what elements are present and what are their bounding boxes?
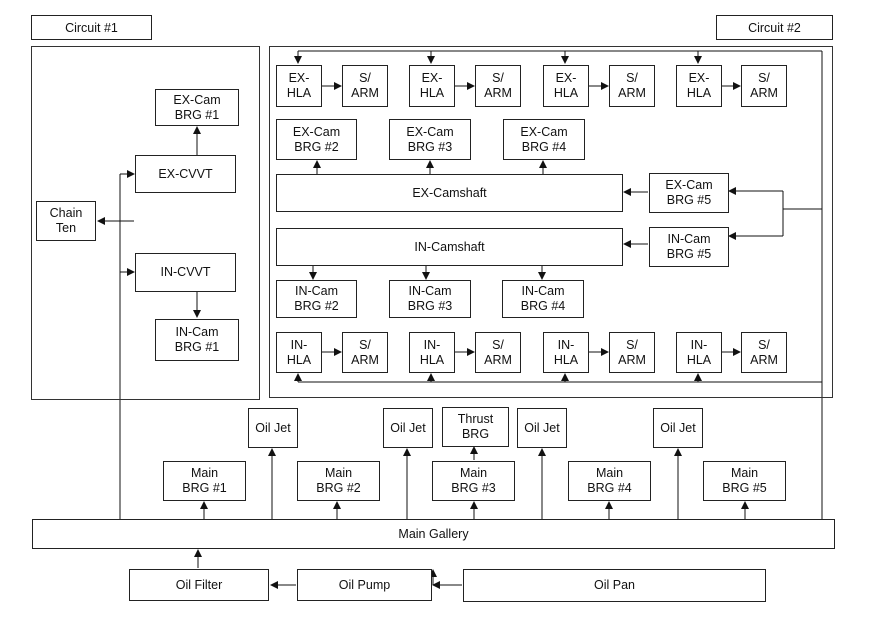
in-cam-brg3-box: IN-Cam BRG #3	[389, 280, 471, 318]
thrust-brg-box: Thrust BRG	[442, 407, 509, 447]
s-arm-box-in-1: S/ ARM	[342, 332, 388, 373]
in-hla-box-2: IN- HLA	[409, 332, 455, 373]
in-cam-brg2-box: IN-Cam BRG #2	[276, 280, 357, 318]
ex-hla-box-3: EX- HLA	[543, 65, 589, 107]
ex-cam-brg1-box: EX-Cam BRG #1	[155, 89, 239, 126]
circuit2-region	[269, 46, 833, 398]
in-cvvt-box: IN-CVVT	[135, 253, 236, 292]
oil-jet-box-4: Oil Jet	[653, 408, 703, 448]
ex-camshaft-box: EX-Camshaft	[276, 174, 623, 212]
main-gallery-box: Main Gallery	[32, 519, 835, 549]
main-brg2-box: Main BRG #2	[297, 461, 380, 501]
ex-hla-box-2: EX- HLA	[409, 65, 455, 107]
ex-hla-box-1: EX- HLA	[276, 65, 322, 107]
chain-ten-box: Chain Ten	[36, 201, 96, 241]
in-hla-box-3: IN- HLA	[543, 332, 589, 373]
ex-cam-brg2-box: EX-Cam BRG #2	[276, 119, 357, 160]
main-brg5-box: Main BRG #5	[703, 461, 786, 501]
in-cam-brg4-box: IN-Cam BRG #4	[502, 280, 584, 318]
in-hla-box-4: IN- HLA	[676, 332, 722, 373]
oil-jet-box-1: Oil Jet	[248, 408, 298, 448]
s-arm-box-ex-1: S/ ARM	[342, 65, 388, 107]
in-hla-box-1: IN- HLA	[276, 332, 322, 373]
oil-jet-box-2: Oil Jet	[383, 408, 433, 448]
s-arm-box-ex-3: S/ ARM	[609, 65, 655, 107]
main-brg4-box: Main BRG #4	[568, 461, 651, 501]
ex-cam-brg5-box: EX-Cam BRG #5	[649, 173, 729, 213]
s-arm-box-in-4: S/ ARM	[741, 332, 787, 373]
in-cam-brg5-box: IN-Cam BRG #5	[649, 227, 729, 267]
s-arm-box-ex-4: S/ ARM	[741, 65, 787, 107]
s-arm-box-ex-2: S/ ARM	[475, 65, 521, 107]
circuit1-label: Circuit #1	[31, 15, 152, 40]
ex-hla-box-4: EX- HLA	[676, 65, 722, 107]
in-camshaft-box: IN-Camshaft	[276, 228, 623, 266]
main-brg1-box: Main BRG #1	[163, 461, 246, 501]
circuit1-region	[31, 46, 260, 400]
oil-pan-box: Oil Pan	[463, 569, 766, 602]
main-brg3-box: Main BRG #3	[432, 461, 515, 501]
circuit2-label: Circuit #2	[716, 15, 833, 40]
ex-cvvt-box: EX-CVVT	[135, 155, 236, 193]
ex-cam-brg3-box: EX-Cam BRG #3	[389, 119, 471, 160]
in-cam-brg1-box: IN-Cam BRG #1	[155, 319, 239, 361]
s-arm-box-in-2: S/ ARM	[475, 332, 521, 373]
s-arm-box-in-3: S/ ARM	[609, 332, 655, 373]
oil-pump-box: Oil Pump	[297, 569, 432, 601]
oil-filter-box: Oil Filter	[129, 569, 269, 601]
ex-cam-brg4-box: EX-Cam BRG #4	[503, 119, 585, 160]
oil-jet-box-3: Oil Jet	[517, 408, 567, 448]
